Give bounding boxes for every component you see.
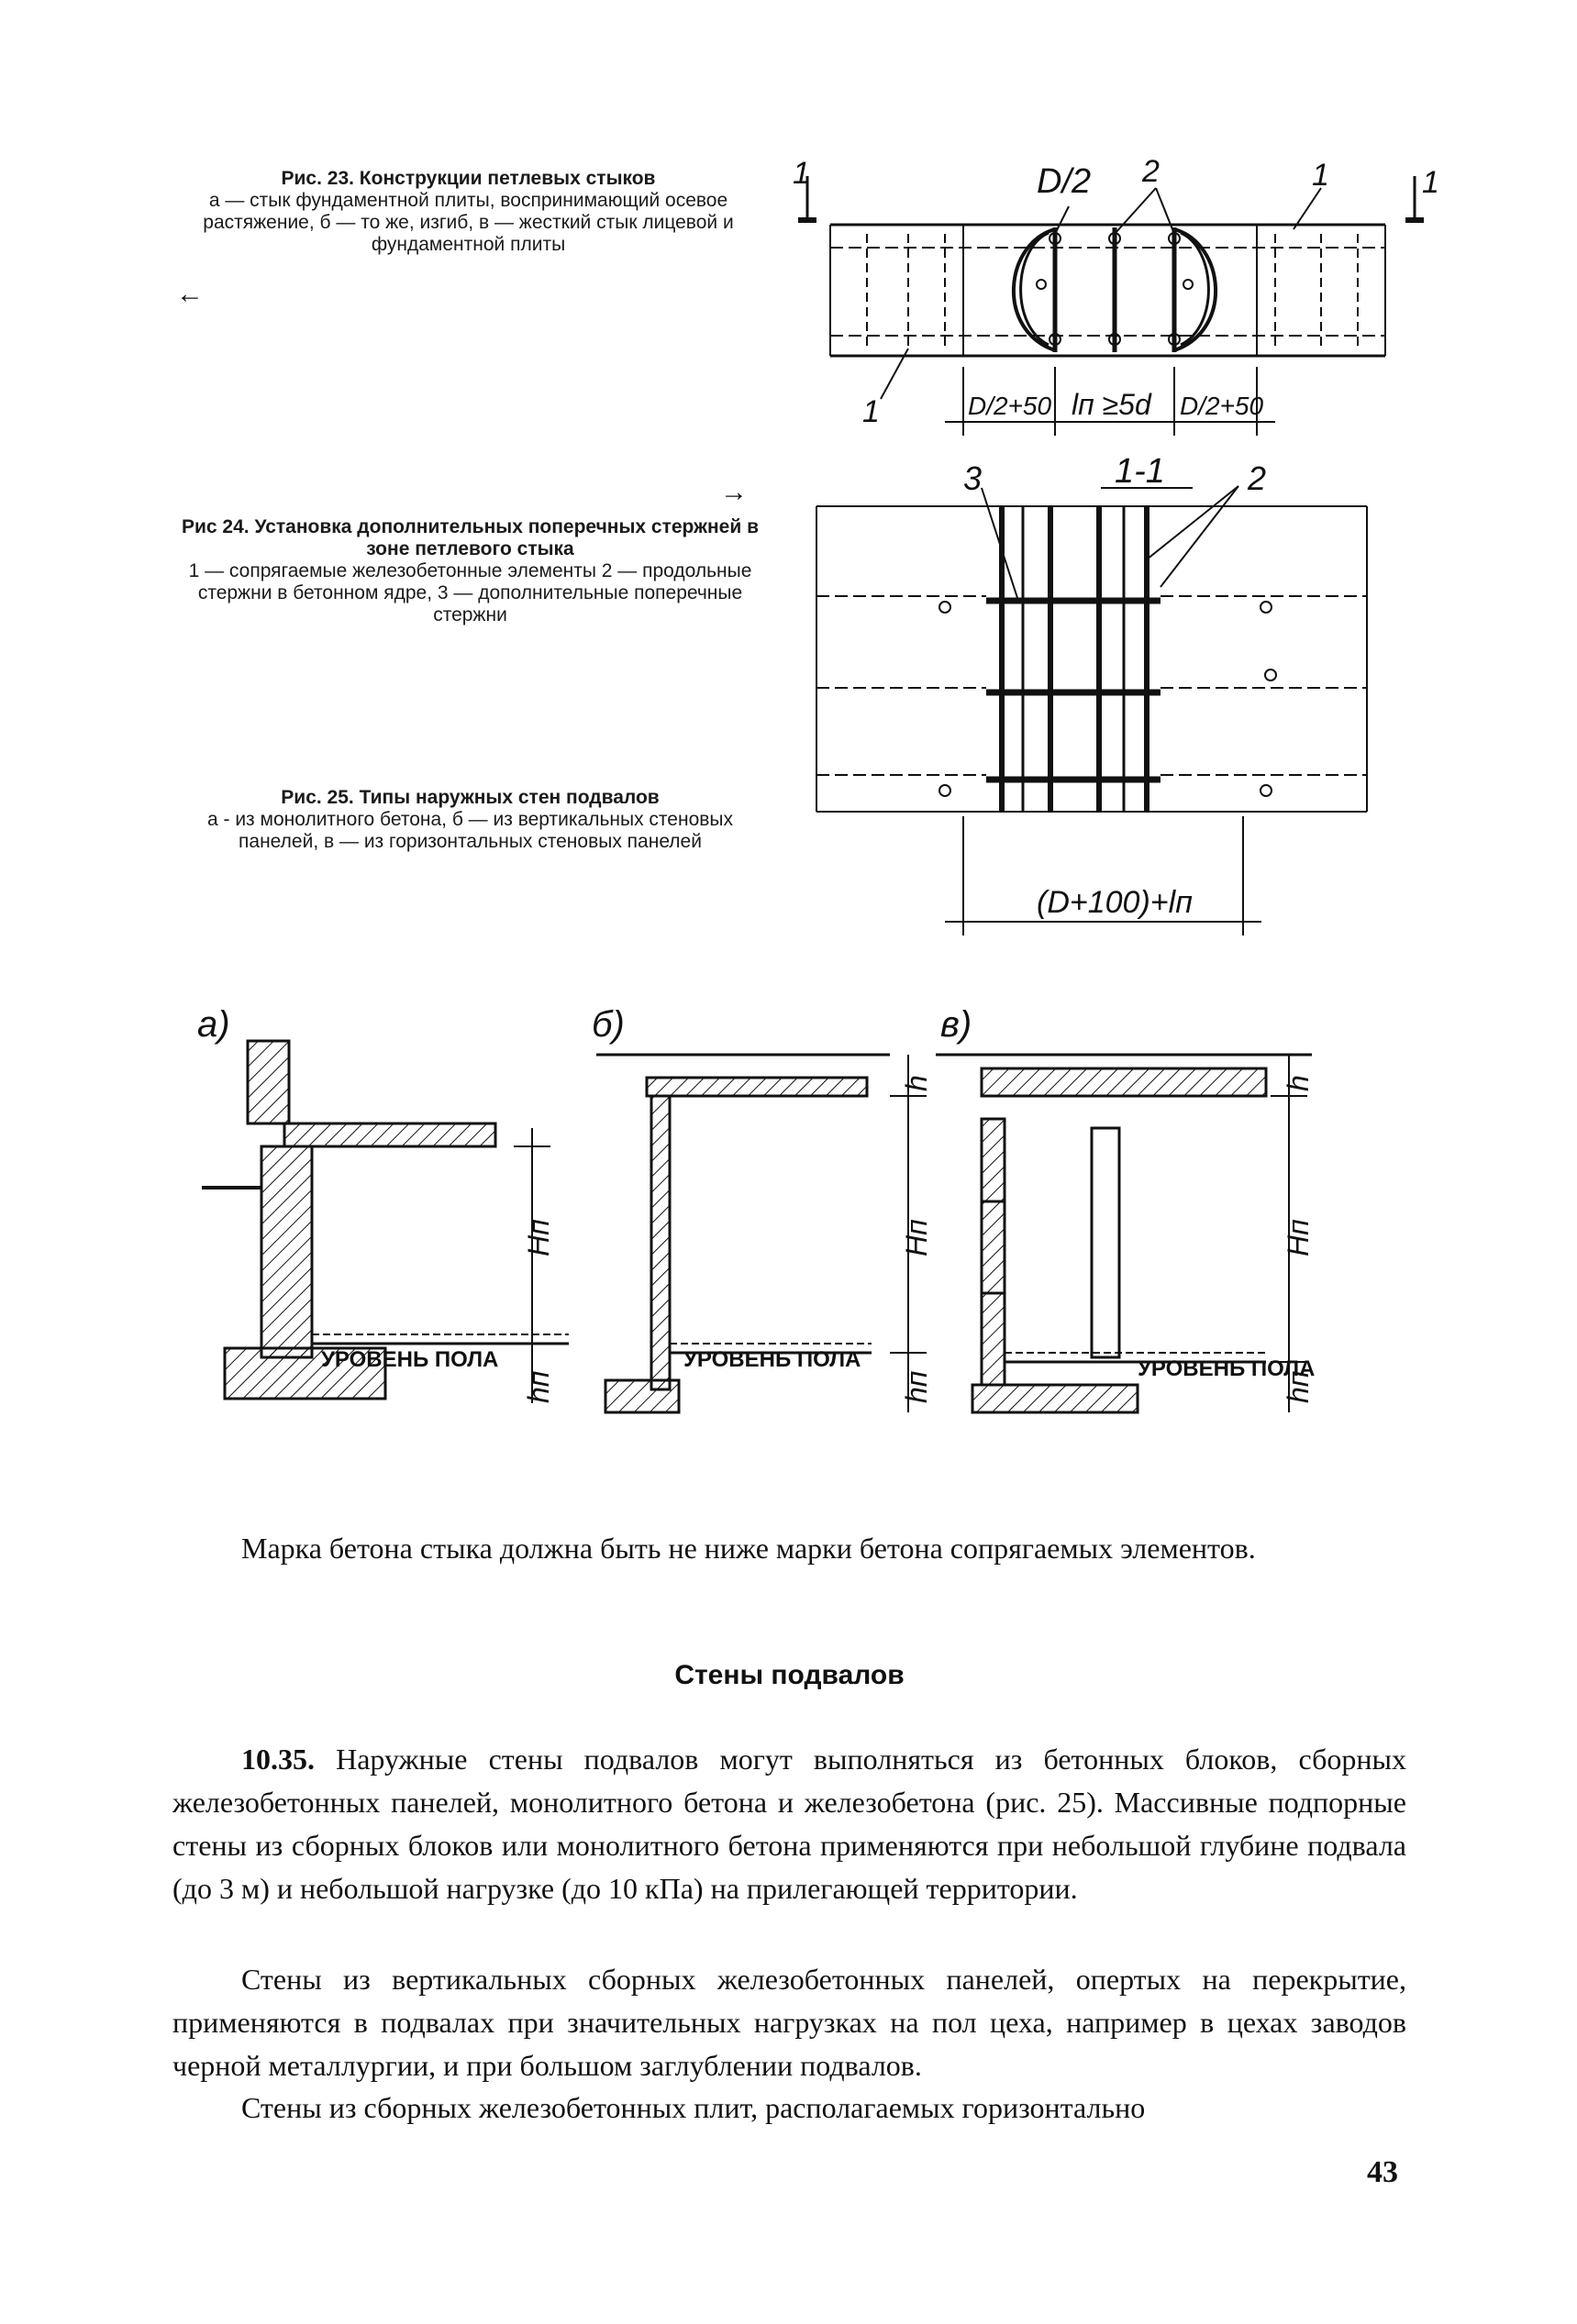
dim-Hn-a: Hп bbox=[522, 1219, 555, 1256]
floor-level-a: УРОВЕНЬ ПОЛА bbox=[321, 1347, 498, 1372]
paragraph-vertical-panels: Стены из вертикальных сборных железобето… bbox=[172, 1963, 1406, 2082]
figure-25-caption: Рис. 25. Типы наружных стен подвалов а -… bbox=[174, 787, 766, 853]
section-mark-right: 1 bbox=[1422, 165, 1439, 200]
section-1-1-drawing: 1-1 3 2 (D+100)+lп bbox=[816, 452, 1368, 935]
arrow-right-mark: → bbox=[720, 477, 748, 507]
label-1-top-right: 1 bbox=[1312, 158, 1329, 193]
figure-23-caption: Рис. 23. Конструкции петлевых стыков а —… bbox=[163, 168, 773, 256]
section-title-1-1: 1-1 bbox=[1115, 452, 1165, 491]
paragraph-10-35: 10.35. Наружные стены подвалов могут вып… bbox=[172, 1738, 1406, 1910]
page-number: 43 bbox=[1367, 2155, 1398, 2189]
figure-25-text: а - из монолитного бетона, б — из вертик… bbox=[206, 809, 734, 852]
dim-d2-50-right: D/2+50 bbox=[1180, 392, 1263, 420]
label-3: 3 bbox=[963, 459, 982, 497]
variant-a-label: а) bbox=[197, 1004, 230, 1045]
loop-joint-drawing: D/2+50 lп ≥5d D/2+50 D/2 2 1 1 1 1 bbox=[793, 156, 1439, 436]
dim-loop-length: lп ≥5d bbox=[1072, 388, 1152, 421]
basement-walls-drawing: а) УРОВЕНЬ ПОЛА Hп hп б) УРОВЕНЬ ПОЛА h … bbox=[197, 1004, 1315, 1414]
label-d2: D/2 bbox=[1037, 162, 1091, 201]
dim-hn-b: hп bbox=[900, 1371, 933, 1403]
clause-number: 10.35. bbox=[241, 1743, 315, 1776]
clause-text: Наружные стены подвалов могут выполнятьс… bbox=[172, 1743, 1406, 1905]
figure-24-caption: Рис 24. Установка дополнительных попереч… bbox=[174, 516, 766, 626]
dim-hn-c: hп bbox=[1282, 1371, 1315, 1403]
figure-24-text: 1 — сопрягаемые железобетонные элементы … bbox=[188, 560, 752, 625]
dim-Hn-c: Hп bbox=[1282, 1219, 1315, 1256]
dim-d2-50-left: D/2+50 bbox=[968, 392, 1051, 420]
dim-hn-a: hп bbox=[522, 1371, 555, 1403]
figure-24-title: Рис 24. Установка дополнительных попереч… bbox=[182, 516, 759, 559]
arrow-left-mark: ← bbox=[176, 279, 204, 309]
label-1-bottom: 1 bbox=[862, 394, 880, 429]
dim-Hn-b: Hп bbox=[900, 1219, 933, 1256]
floor-level-b: УРОВЕНЬ ПОЛА bbox=[683, 1347, 861, 1372]
section-heading: Стены подвалов bbox=[674, 1660, 905, 1690]
variant-c-label: в) bbox=[940, 1004, 972, 1045]
figure-25-title: Рис. 25. Типы наружных стен подвалов bbox=[281, 787, 660, 808]
variant-b-label: б) bbox=[592, 1004, 625, 1045]
label-2-top: 2 bbox=[1141, 156, 1160, 189]
paragraph-concrete-grade: Марка бетона стыка должна быть не ниже м… bbox=[241, 1532, 1256, 1565]
label-2-section: 2 bbox=[1247, 459, 1266, 497]
floor-level-c: УРОВЕНЬ ПОЛА bbox=[1138, 1356, 1315, 1381]
dim-h-b: h bbox=[900, 1075, 933, 1091]
dim-d100-ln: (D+100)+lп bbox=[1037, 885, 1193, 920]
dim-h-c: h bbox=[1282, 1075, 1315, 1091]
figure-23-text: а — стык фундаментной плиты, воспринимаю… bbox=[203, 190, 734, 255]
figure-23-title: Рис. 23. Конструкции петлевых стыков bbox=[281, 168, 656, 189]
section-mark-left: 1 bbox=[793, 156, 810, 191]
paragraph-horizontal-slabs: Стены из сборных железобетонных плит, ра… bbox=[241, 2091, 1146, 2124]
